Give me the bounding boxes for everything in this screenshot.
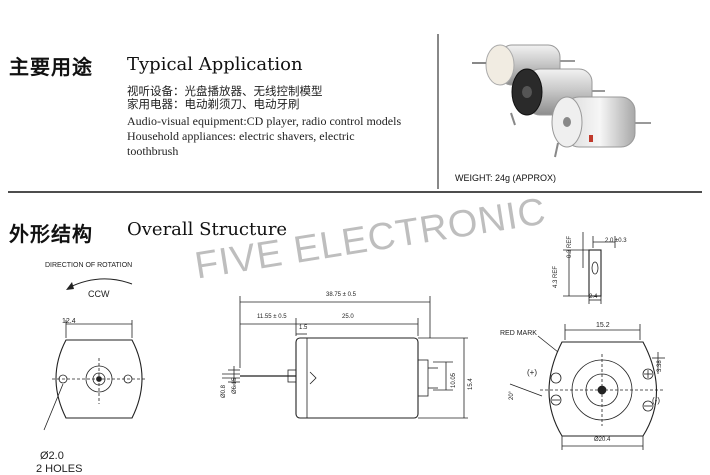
back-minus-label: (-): [652, 396, 660, 405]
ccw-label: CCW: [88, 289, 110, 299]
side-dim-shaft: 11.55 ± 0.5: [257, 314, 287, 320]
rotation-arrow: [66, 278, 133, 290]
back-dim-angle: 20°: [509, 390, 515, 400]
terminal-dim-ref1: 0.3 REF: [567, 235, 573, 258]
holes-count: 2 HOLES: [36, 463, 83, 475]
hole-diameter: Ø2.0: [40, 450, 64, 462]
structure-title-cn: 外形结构: [9, 222, 93, 246]
terminal-dim-ref2: 4.3 REF: [553, 265, 559, 288]
application-line-en-3: toothbrush: [127, 144, 179, 158]
back-dim-top: 15.2: [596, 322, 610, 329]
side-dim-total: 38.75 ± 0.5: [326, 292, 356, 298]
application-line-en-2: Household appliances: electric shavers, …: [127, 129, 355, 143]
terminal-dim-top: 2.0 ±0.3: [605, 238, 627, 244]
front-dim-width: 12.4: [62, 318, 76, 325]
application-line-cn-1: 视听设备：光盘播放器、无线控制模型: [127, 84, 323, 98]
back-dim-bottom: Ø20.4: [594, 437, 611, 443]
watermark: FIVE ELECTRONIC: [192, 190, 550, 288]
side-dim-h2: 15.4: [468, 378, 474, 390]
structure-title-en: Overall Structure: [127, 219, 288, 240]
back-plus-label: (+): [527, 368, 537, 377]
side-dim-shaft-dia: Ø0.8: [221, 384, 227, 398]
weight-label: WEIGHT: 24g (APPROX): [455, 173, 557, 183]
terminal-dim-bottom: 2.4: [589, 294, 598, 300]
side-dim-body: 25.0: [342, 314, 354, 320]
red-mark-label: RED MARK: [500, 330, 537, 337]
application-line-en-1: Audio-visual equipment:CD player, radio …: [127, 114, 402, 128]
application-line-cn-2: 家用电器：电动剃须刀、电动牙刷: [127, 97, 300, 111]
side-dim-step: 1.5: [299, 325, 308, 331]
application-title-cn: 主要用途: [9, 55, 93, 79]
back-dim-side: 3.38: [657, 360, 663, 372]
side-view-drawing: [222, 296, 468, 419]
side-dim-h1: 10.05: [451, 372, 457, 388]
terminal-detail-drawing: [563, 232, 616, 304]
back-view-drawing: [509, 324, 665, 450]
motor-front: [551, 96, 651, 158]
motor-photo: [472, 44, 651, 158]
side-dim-boss: Ø6.15: [232, 377, 238, 394]
section-divider-horizontal: [8, 191, 702, 193]
application-title-en: Typical Application: [127, 54, 303, 75]
motor-back: [472, 44, 575, 86]
front-view-drawing: [43, 320, 146, 431]
rotation-label: DIRECTION OF ROTATION: [45, 262, 133, 269]
section-divider-vertical: [437, 34, 439, 189]
